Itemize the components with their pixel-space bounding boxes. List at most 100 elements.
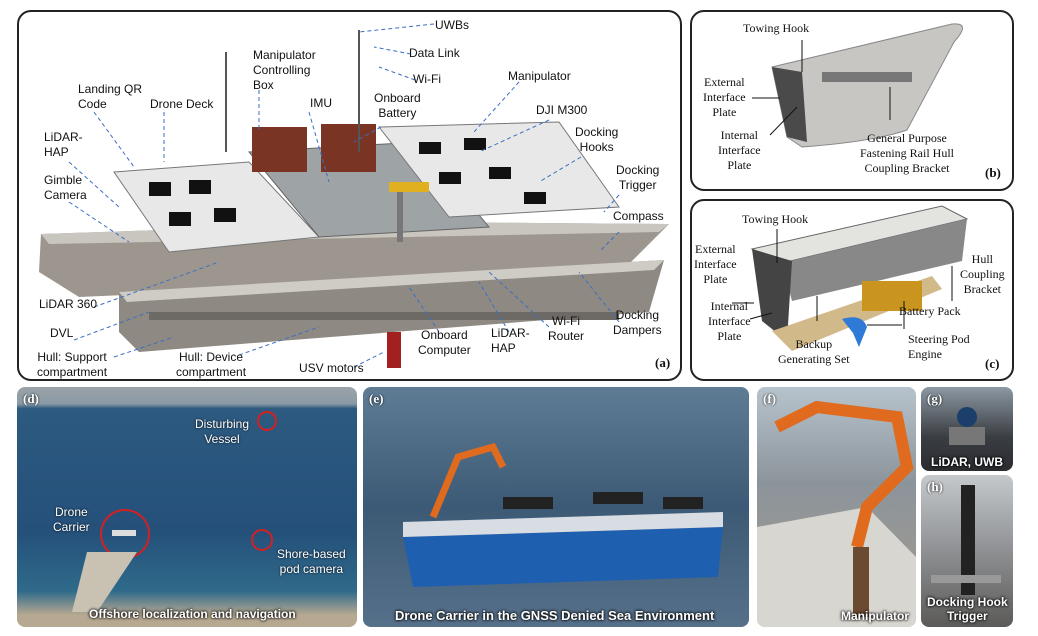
photo-lidar-uwb: (g) LiDAR, UWB — [921, 387, 1013, 471]
label-internal-interface-plate: Internal Interface Plate — [708, 299, 751, 344]
line: Interface — [694, 257, 737, 271]
line: Docking — [615, 308, 660, 322]
line: Generating Set — [778, 352, 850, 366]
carrier-deck — [403, 512, 723, 537]
line: Onboard — [374, 91, 421, 105]
label-steering-pod-engine: Steering Pod Engine — [908, 332, 970, 362]
vessel-highlight — [257, 411, 277, 431]
label-onboard-computer: Onboard Computer — [418, 328, 471, 358]
label-dji-m300: DJI M300 — [536, 103, 588, 117]
line: Docking — [616, 163, 660, 177]
line: Interface — [718, 143, 761, 157]
line: LiDAR- — [491, 326, 530, 340]
line: Manipulator — [253, 48, 316, 62]
caption-e: Drone Carrier in the GNSS Denied Sea Env… — [395, 608, 715, 623]
scene-marks — [757, 400, 916, 627]
label-landing-qr-code: Landing QR Code — [78, 82, 142, 112]
label-drone-deck: Drone Deck — [150, 97, 214, 111]
line: HAP — [44, 145, 69, 159]
line: Computer — [418, 343, 471, 357]
line: Drone — [54, 505, 88, 519]
module-render — [732, 205, 969, 351]
carrier-hull — [403, 527, 723, 587]
qr-deck — [757, 507, 916, 627]
label-wifi-router: Wi-Fi Router — [548, 314, 584, 344]
label-lidar-360: LiDAR 360 — [39, 297, 98, 311]
line: Coupling — [960, 267, 1005, 281]
label-imu: IMU — [310, 96, 332, 110]
line: Code — [78, 97, 107, 111]
pier — [72, 552, 137, 612]
line: Hull: Support — [37, 350, 107, 364]
panel-tag-c: (c) — [985, 356, 1000, 371]
label-towing-hook: Towing Hook — [743, 21, 810, 35]
panel-tag-f: (f) — [763, 391, 776, 406]
label-hull-support: Hull: Support compartment — [37, 350, 108, 379]
panel-b-hull-render: Towing Hook External Interface Plate Int… — [690, 10, 1014, 191]
label-towing-hook: Towing Hook — [742, 212, 809, 226]
line: General Purpose — [867, 131, 947, 145]
scene-marks — [403, 442, 723, 587]
label-lidar-hap-2: LiDAR- HAP — [491, 326, 530, 356]
line: Wi-Fi — [552, 314, 580, 328]
label-usv-motors: USV motors — [299, 361, 364, 375]
label-hull-device: Hull: Device compartment — [176, 350, 247, 379]
manipulator-arm — [429, 442, 507, 519]
photo-drone-carrier-sea: (e) Drone Carrier in the GNSS Denied Sea… — [363, 387, 749, 627]
scene-marks — [931, 485, 1001, 595]
label-onboard-battery: Onboard Battery — [374, 91, 421, 121]
panel-tag-e: (e) — [369, 391, 384, 406]
line: Trigger — [618, 178, 657, 192]
caption-f: Manipulator — [841, 609, 909, 623]
line: Hull: Device — [179, 350, 244, 364]
line: compartment — [37, 365, 108, 379]
line: Plate — [727, 158, 752, 172]
label-lidar-hap: LiDAR- HAP — [44, 130, 83, 160]
line: Battery — [378, 106, 417, 120]
line: Steering Pod — [908, 332, 970, 346]
label-docking-dampers: Docking Dampers — [613, 308, 662, 338]
label-internal-interface-plate: Internal Interface Plate — [718, 128, 761, 173]
label-manipulator: Manipulator — [508, 69, 571, 83]
line: Engine — [908, 347, 942, 361]
line: compartment — [176, 365, 247, 379]
label-external-interface-plate: External Interface Plate — [694, 242, 737, 287]
line: pod camera — [279, 562, 344, 576]
label-external-interface-plate: External Interface Plate — [703, 75, 746, 120]
panel-a-render: UWBs Data Link Wi-Fi Manipulator Control… — [17, 10, 682, 381]
panel-tag-g: (g) — [927, 391, 943, 406]
line: Coupling Bracket — [864, 161, 950, 175]
line: Router — [548, 329, 585, 343]
label-hull-coupling-bracket: Hull Coupling Bracket — [960, 252, 1005, 297]
line: Hull — [971, 252, 993, 266]
line: Internal — [720, 128, 758, 142]
line: Hooks — [579, 140, 614, 154]
line: Landing QR — [78, 82, 143, 96]
label-battery-pack: Battery Pack — [899, 304, 961, 318]
label-backup-generating-set: Backup Generating Set — [778, 337, 850, 367]
label-compass: Compass — [613, 209, 664, 223]
line: Disturbing — [195, 417, 250, 431]
line: Interface — [703, 90, 746, 104]
label-data-link: Data Link — [409, 46, 460, 60]
line: Plate — [717, 329, 742, 343]
pod-camera-highlight — [251, 529, 273, 551]
line: Carrier — [53, 520, 90, 534]
panel-tag-d: (d) — [23, 391, 39, 406]
line: Vessel — [204, 432, 240, 446]
panel-c-module-render: Towing Hook External Interface Plate Int… — [690, 199, 1014, 381]
panel-tag-b: (b) — [985, 165, 1001, 180]
panel-tag-h: (h) — [927, 479, 943, 494]
line: Dampers — [613, 323, 662, 337]
line: Interface — [708, 314, 751, 328]
label-docking-trigger: Docking Trigger — [616, 163, 659, 193]
label-manipulator-controlling-box: Manipulator Controlling Box — [253, 48, 316, 93]
scene-marks — [72, 411, 277, 612]
line: Internal — [710, 299, 748, 313]
